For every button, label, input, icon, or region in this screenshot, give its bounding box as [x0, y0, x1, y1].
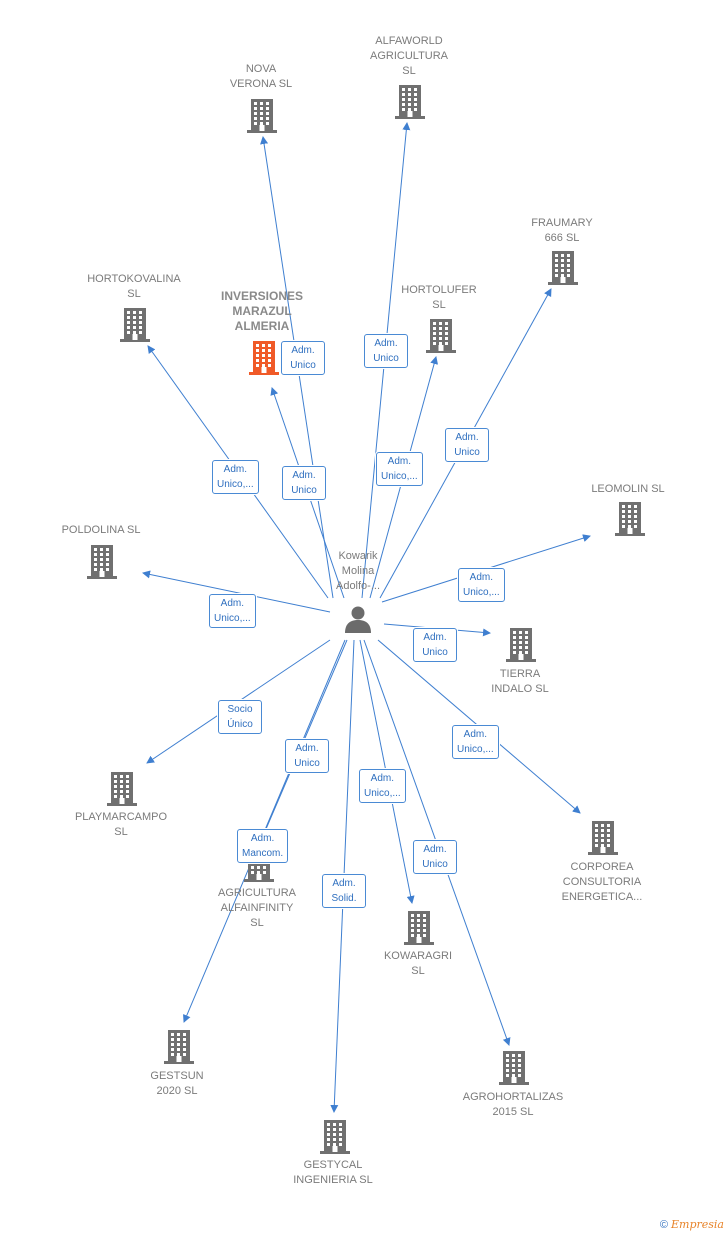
company-name: NOVA VERONA SL	[229, 63, 293, 90]
company-name: KOWARAGRI SL	[383, 950, 453, 977]
company-name: GESTSUN 2020 SL	[150, 1070, 204, 1097]
company-gestsun-label[interactable]: GESTSUN 2020 SL	[107, 1069, 247, 1099]
relation-label-corporea[interactable]: Adm. Unico,...	[452, 725, 499, 759]
building-icon[interactable]	[107, 772, 137, 806]
company-name: AGRICULTURA ALFAINFINITY SL	[217, 887, 297, 929]
company-hortokovalina-label[interactable]: HORTOKOVALINA SL	[64, 272, 204, 302]
relation-label-hortolufer[interactable]: Adm. Unico,...	[376, 452, 423, 486]
building-icon[interactable]	[506, 628, 536, 662]
brand-logo: Empresia	[671, 1218, 724, 1231]
building-icon[interactable]	[87, 545, 117, 579]
relation-label-kowaragri[interactable]: Adm. Unico,...	[359, 769, 406, 803]
building-icon[interactable]	[249, 341, 279, 375]
company-hortolufer-label[interactable]: HORTOLUFER SL	[369, 283, 509, 313]
relation-label-gestycal[interactable]: Adm. Solid.	[322, 874, 366, 908]
building-icon[interactable]	[615, 502, 645, 536]
company-name: CORPOREA CONSULTORIA ENERGETICA...	[561, 861, 643, 903]
relation-label-tierra[interactable]: Adm. Unico	[413, 628, 457, 662]
building-icon[interactable]	[120, 308, 150, 342]
company-name: GESTYCAL INGENIERIA SL	[293, 1159, 373, 1186]
relation-label-alfaworld[interactable]: Adm. Unico	[364, 334, 408, 368]
building-icon[interactable]	[247, 99, 277, 133]
relation-label-nova[interactable]: Adm. Unico	[281, 341, 325, 375]
relation-label-agricultura[interactable]: Adm. Unico	[285, 739, 329, 773]
company-tierra-label[interactable]: TIERRA INDALO SL	[450, 667, 590, 697]
building-icon[interactable]	[404, 911, 434, 945]
relation-label-hortokovalina[interactable]: Adm. Unico,...	[212, 460, 259, 494]
relation-label-gestsun[interactable]: Adm. Mancom.	[237, 829, 289, 863]
company-nova-label[interactable]: NOVA VERONA SL	[191, 62, 331, 92]
person-icon	[345, 606, 371, 633]
relation-label-agrohortalizas[interactable]: Adm. Unico	[413, 840, 457, 874]
company-inversiones-label[interactable]: INVERSIONES MARAZUL ALMERIA	[192, 289, 332, 334]
company-name: TIERRA INDALO SL	[491, 668, 549, 695]
edge-poldolina	[142, 570, 331, 613]
person-name: Kowarik Molina Adolfo-...	[335, 550, 381, 592]
relation-label-fraumary[interactable]: Adm. Unico	[445, 428, 489, 462]
copyright-footer: © Empresia	[660, 1218, 724, 1231]
company-kowaragri-label[interactable]: KOWARAGRI SL	[348, 949, 488, 979]
company-agricultura-label[interactable]: AGRICULTURA ALFAINFINITY SL	[187, 886, 327, 931]
company-agrohortalizas-label[interactable]: AGROHORTALIZAS 2015 SL	[443, 1090, 583, 1120]
company-name: INVERSIONES MARAZUL ALMERIA	[220, 289, 304, 333]
company-name: ALFAWORLD AGRICULTURA SL	[369, 35, 449, 77]
person-node[interactable]: Kowarik Molina Adolfo-...	[332, 549, 384, 594]
company-corporea-label[interactable]: CORPOREA CONSULTORIA ENERGETICA...	[532, 860, 672, 905]
relation-label-poldolina[interactable]: Adm. Unico,...	[209, 594, 256, 628]
company-name: PLAYMARCAMPO SL	[74, 811, 168, 838]
company-name: HORTOKOVALINA SL	[87, 273, 181, 300]
copyright-symbol: ©	[659, 1219, 668, 1231]
building-icon[interactable]	[588, 821, 618, 855]
relation-label-playmarcampo[interactable]: Socio Único	[218, 700, 262, 734]
building-icon[interactable]	[164, 1030, 194, 1064]
building-icon[interactable]	[548, 251, 578, 285]
company-name: POLDOLINA SL	[61, 524, 141, 536]
relation-label-leomolin[interactable]: Adm. Unico,...	[458, 568, 505, 602]
company-fraumary-label[interactable]: FRAUMARY 666 SL	[492, 216, 632, 246]
company-name: AGROHORTALIZAS 2015 SL	[462, 1091, 564, 1118]
company-alfaworld-label[interactable]: ALFAWORLD AGRICULTURA SL	[339, 34, 479, 79]
building-icon[interactable]	[395, 85, 425, 119]
building-icon[interactable]	[320, 1120, 350, 1154]
company-leomolin-label[interactable]: LEOMOLIN SL	[558, 482, 698, 497]
company-playmarcampo-label[interactable]: PLAYMARCAMPO SL	[51, 810, 191, 840]
company-name: FRAUMARY 666 SL	[531, 217, 593, 244]
building-icon[interactable]	[499, 1051, 529, 1085]
company-gestycal-label[interactable]: GESTYCAL INGENIERIA SL	[263, 1158, 403, 1188]
building-icon[interactable]	[426, 319, 456, 353]
company-poldolina-label[interactable]: POLDOLINA SL	[31, 523, 171, 538]
company-name: LEOMOLIN SL	[591, 483, 665, 495]
company-name: HORTOLUFER SL	[401, 284, 477, 311]
relation-label-inversiones[interactable]: Adm. Unico	[282, 466, 326, 500]
